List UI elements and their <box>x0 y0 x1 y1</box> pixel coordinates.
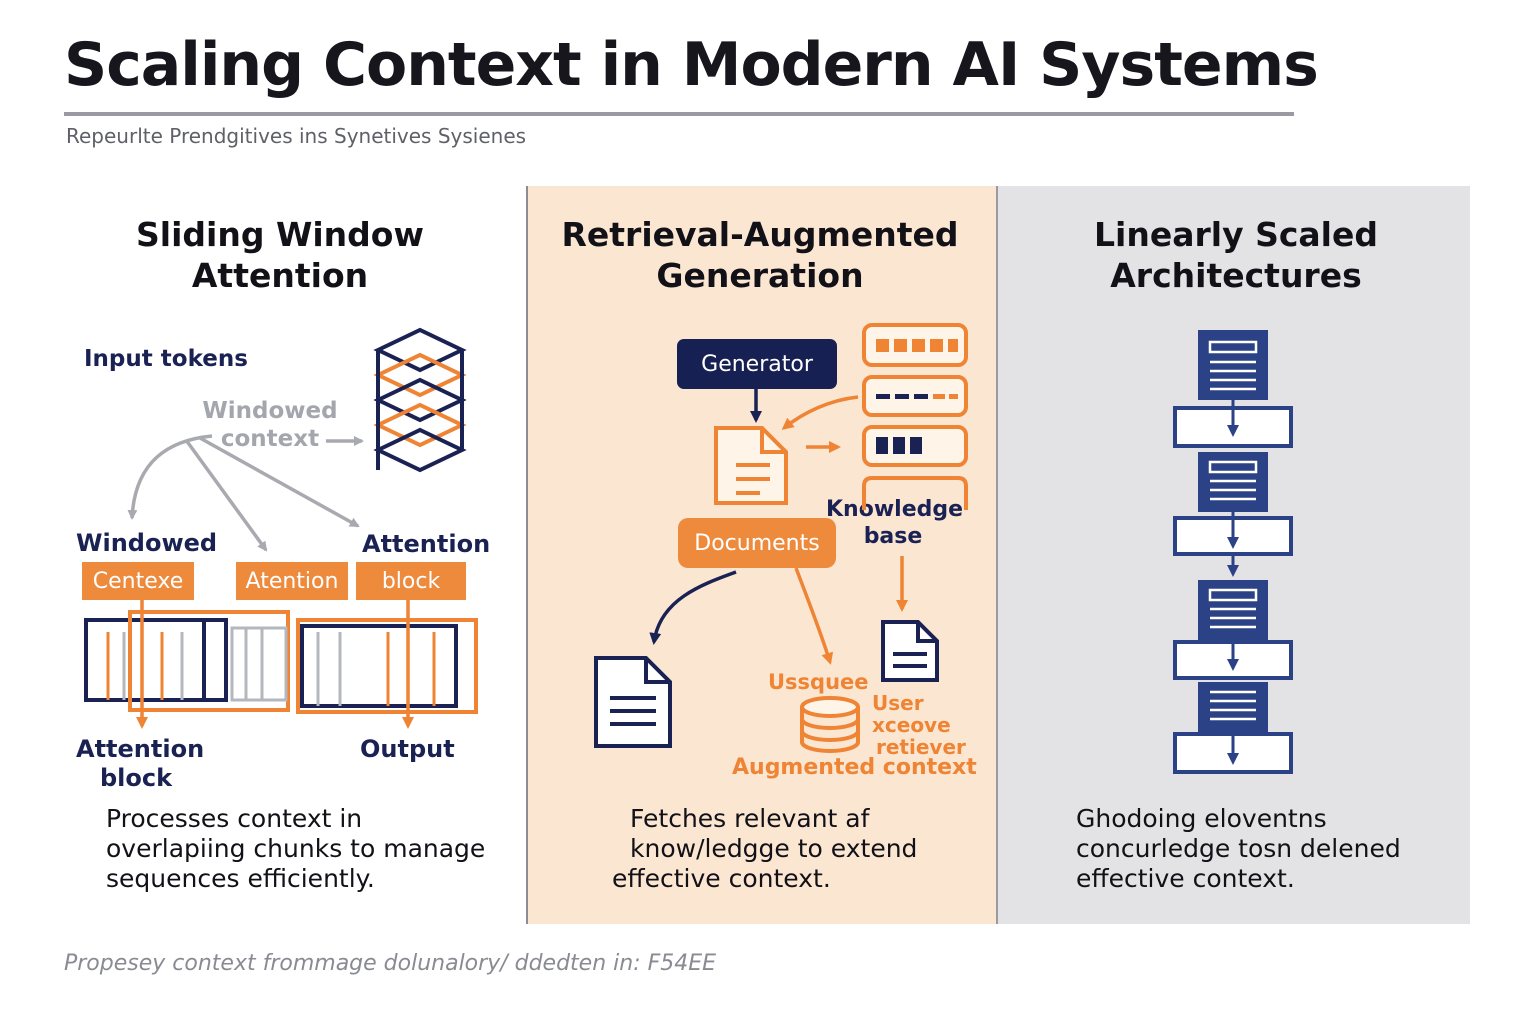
augmented-context-label: Augmented context <box>732 755 977 780</box>
retrieved-document-icon <box>594 656 672 748</box>
windowed-context-label: Windowed context <box>190 397 350 453</box>
attention-output-arrows <box>136 600 414 729</box>
rag-panel-title: Retrieval-Augmented Generation <box>540 214 980 296</box>
sliding-desc-line1: Processes context in <box>106 804 363 833</box>
attention-block-line2: block <box>99 764 173 792</box>
linear-desc-line3: effective context. <box>1076 864 1295 893</box>
documents-box: Documents <box>678 518 836 568</box>
rag-desc-line2: know/ledgge to extend <box>630 834 918 863</box>
sliding-description: Processes context in overlapiing chunks … <box>106 804 485 894</box>
linear-desc-line2: concurledge tosn delened <box>1076 834 1401 863</box>
linear-panel-title: Linearly Scaled Architectures <box>1016 214 1456 296</box>
windowed-context-arrows <box>127 434 364 552</box>
sliding-desc-line3: sequences efficiently. <box>106 864 375 893</box>
ussquee-label: Ussquee <box>768 670 869 694</box>
user-line3: retiever <box>876 735 966 759</box>
linear-block-4 <box>1198 682 1268 734</box>
page-title: Scaling Context in Modern AI Systems <box>64 30 1319 100</box>
attention-top-label: Attention <box>362 530 491 558</box>
sliding-panel-title: Sliding Window Attention <box>80 214 480 296</box>
linear-block-2 <box>1198 452 1268 512</box>
windowed-label: Windowed <box>76 529 218 557</box>
database-icon <box>800 696 860 753</box>
output-label: Output <box>360 735 455 763</box>
sliding-desc-line2: overlapiing chunks to manage <box>106 834 486 863</box>
user-retriever-label: User xceove retiever <box>872 692 966 758</box>
block-box: block <box>356 562 466 600</box>
rag-title-line2: Generation <box>656 256 864 295</box>
attention-block-label: Attention block <box>76 735 205 793</box>
title-underline <box>64 112 1294 116</box>
input-tokens-label: Input tokens <box>84 346 248 372</box>
page-subtitle: Repeurlte Prendgitives ins Synetives Sys… <box>66 124 527 148</box>
knowledge-line2: base <box>863 524 923 549</box>
rag-description: Fetches relevant af know/ledgge to exten… <box>612 804 917 894</box>
atention-box: Atention <box>236 562 348 600</box>
rag-desc-line1: Fetches relevant af <box>630 804 870 833</box>
linear-desc-line1: Ghodoing eloventns <box>1076 804 1327 833</box>
knowledge-line1: Knowledge <box>826 497 964 522</box>
linear-block-1 <box>1198 330 1268 400</box>
knowledge-base-label: Knowledge base <box>826 496 964 550</box>
user-line1: User <box>872 691 924 715</box>
document-icon <box>714 426 788 505</box>
user-line2: xceove <box>872 713 951 737</box>
linear-title-line2: Architectures <box>1110 256 1362 295</box>
generator-box: Generator <box>677 339 837 389</box>
windowed-context-line2: context <box>220 426 320 452</box>
linear-description: Ghodoing eloventns concurledge tosn dele… <box>1076 804 1401 894</box>
sliding-title-line1: Sliding Window <box>136 215 424 254</box>
rag-title-line1: Retrieval-Augmented <box>561 215 959 254</box>
token-stack-icon <box>373 327 467 473</box>
linear-stack-diagram <box>1173 330 1293 774</box>
centexe-box: Centexe <box>82 562 194 600</box>
linear-block-3 <box>1198 580 1268 640</box>
sliding-title-line2: Attention <box>191 256 369 295</box>
attention-block-line1: Attention <box>76 735 205 763</box>
footer-note: Propesey context frommage dolunalory/ dd… <box>64 951 717 976</box>
knowledge-base-stack-icon <box>862 323 968 510</box>
linear-title-line1: Linearly Scaled <box>1094 215 1378 254</box>
windowed-context-line1: Windowed <box>202 398 338 424</box>
user-query-document-icon <box>881 620 939 682</box>
rag-flow-arrows <box>649 389 908 665</box>
rag-desc-line3: effective context. <box>612 864 831 893</box>
attention-window-blocks <box>84 610 478 714</box>
